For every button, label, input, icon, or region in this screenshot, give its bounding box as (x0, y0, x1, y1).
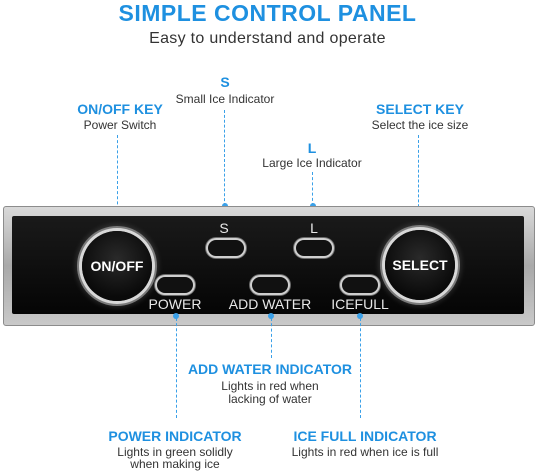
icefull-indicator-light (342, 277, 378, 293)
onoff-button[interactable]: ON/OFF (82, 231, 152, 301)
s-indicator-light (208, 240, 244, 256)
l-indicator-label: L (310, 220, 318, 236)
select-leader-line (418, 135, 419, 232)
onoff-button-label: ON/OFF (90, 258, 144, 274)
onoff-key-heading: ON/OFF KEY (77, 101, 163, 117)
select-key-heading: SELECT KEY (376, 101, 464, 117)
power-indicator-heading: POWER INDICATOR (108, 428, 242, 444)
power-indicator-description-line1: Lights in green solidly (117, 445, 233, 459)
onoff-key-description: Power Switch (83, 118, 157, 132)
add-water-indicator-light (252, 277, 288, 293)
s-leader-line (224, 110, 225, 206)
add-water-leader-dot (268, 313, 274, 319)
l-indicator-description: Large Ice Indicator (262, 156, 362, 170)
add-water-indicator-description-line1: Lights in red when (221, 379, 319, 393)
power-indicator-label: POWER (148, 296, 202, 312)
select-key-description: Select the ice size (371, 118, 469, 132)
ice-full-indicator-heading: ICE FULL INDICATOR (293, 428, 437, 444)
icefull-leader-line (360, 318, 361, 418)
add-water-indicator-description-line2: lacking of water (228, 392, 312, 406)
onoff-leader-line (117, 135, 118, 235)
power-indicator-description-line2: when making ice (130, 457, 220, 471)
ice-full-indicator-description: Lights in red when ice is full (291, 445, 439, 459)
s-indicator-heading: S (220, 74, 230, 90)
s-indicator-description: Small Ice Indicator (175, 92, 275, 106)
power-indicator-light (157, 277, 193, 293)
select-button-label: SELECT (392, 257, 448, 273)
add-water-leader-line (271, 318, 272, 358)
l-leader-line (312, 172, 313, 206)
s-indicator-label: S (219, 220, 229, 236)
l-indicator-heading: L (307, 140, 317, 156)
power-leader-line (176, 318, 177, 418)
page-subtitle: Easy to understand and operate (149, 30, 386, 47)
add-water-indicator-label: ADD WATER (228, 296, 312, 312)
icefull-indicator-label: ICEFULL (331, 296, 389, 312)
add-water-indicator-heading: ADD WATER INDICATOR (187, 361, 353, 377)
select-button[interactable]: SELECT (385, 230, 455, 300)
power-leader-dot (173, 313, 179, 319)
l-indicator-light (296, 240, 332, 256)
icefull-leader-dot (357, 313, 363, 319)
page-title: SIMPLE CONTROL PANEL (118, 0, 417, 26)
